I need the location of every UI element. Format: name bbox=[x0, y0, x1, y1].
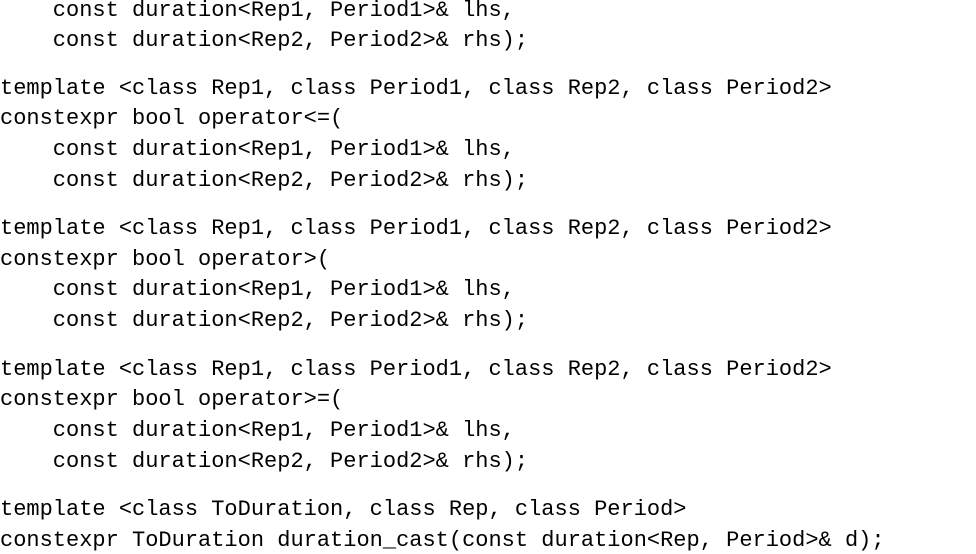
code-line-15: template <class ToDuration, class Rep, c… bbox=[0, 497, 687, 522]
code-line-12: constexpr bool operator>=( bbox=[0, 387, 344, 412]
code-line-2: const duration<Rep2, Period2>& rhs); bbox=[0, 28, 529, 53]
code-line-16: constexpr ToDuration duration_cast(const… bbox=[0, 528, 885, 553]
code-line-8: constexpr bool operator>( bbox=[0, 247, 331, 272]
code-line-1: const duration<Rep1, Period1>& lhs, bbox=[0, 0, 515, 23]
code-line-10: const duration<Rep2, Period2>& rhs); bbox=[0, 308, 529, 333]
code-line-9: const duration<Rep1, Period1>& lhs, bbox=[0, 277, 515, 302]
code-line-13: const duration<Rep1, Period1>& lhs, bbox=[0, 418, 515, 443]
code-line-4: constexpr bool operator<=( bbox=[0, 106, 344, 131]
code-line-14: const duration<Rep2, Period2>& rhs); bbox=[0, 449, 529, 474]
code-line-7: template <class Rep1, class Period1, cla… bbox=[0, 216, 832, 241]
code-line-3: template <class Rep1, class Period1, cla… bbox=[0, 76, 832, 101]
code-line-6: const duration<Rep2, Period2>& rhs); bbox=[0, 168, 529, 193]
code-line-11: template <class Rep1, class Period1, cla… bbox=[0, 357, 832, 382]
code-line-5: const duration<Rep1, Period1>& lhs, bbox=[0, 137, 515, 162]
